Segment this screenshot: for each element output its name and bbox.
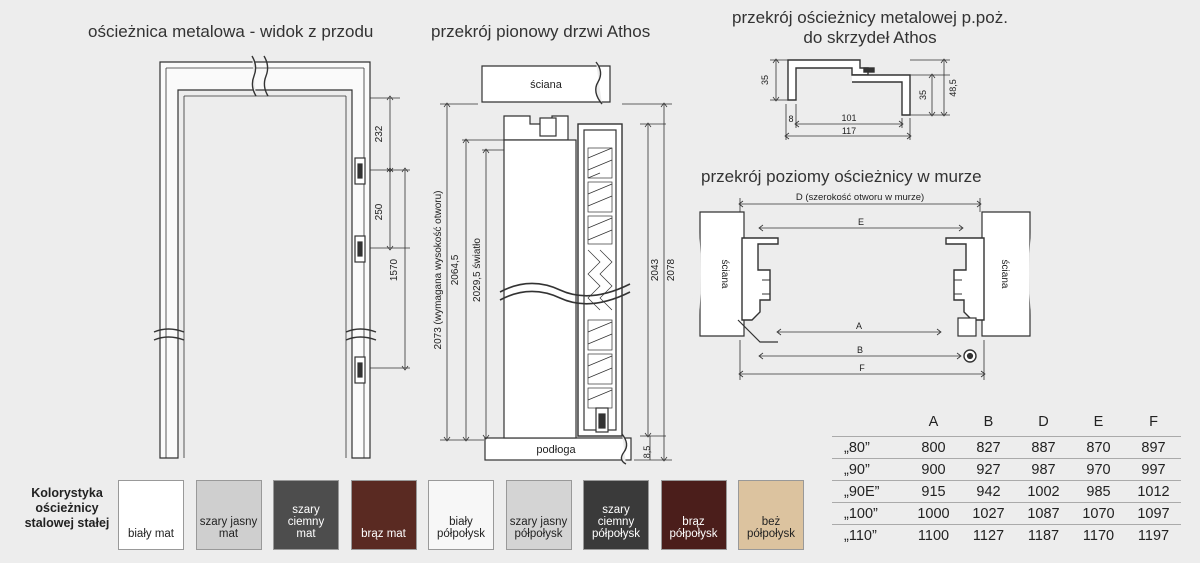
horizontal-dim-a: A [856, 321, 862, 331]
color-swatch: szary ciemny półpołysk [583, 480, 649, 550]
front-dim-top: 232 [374, 125, 385, 142]
table-cell: 970 [1071, 458, 1126, 481]
table-cell: 897 [1126, 436, 1181, 459]
frame-dim-total-width: 117 [842, 126, 856, 136]
color-swatch: biały półpołysk [428, 480, 494, 550]
table-header-cell: D [1038, 414, 1049, 430]
table-row-label: „90” [832, 458, 906, 481]
color-swatch: brąz mat [350, 480, 417, 550]
table-header-cell: A [928, 414, 939, 430]
vertical-dim-required: 2073 (wymagana wysokość otworu) [433, 191, 444, 350]
frame-dim-lip: 8 [788, 114, 793, 124]
table-cell: 1012 [1126, 480, 1181, 503]
color-swatch-label: biały półpołysk [437, 516, 485, 540]
table-cell: 870 [1071, 436, 1126, 459]
horizontal-wall-left: ściana [719, 260, 730, 289]
horizontal-dim-b: B [857, 345, 863, 355]
vertical-dim-leaf: 2043 [650, 258, 661, 281]
table-row-label: „100” [832, 502, 906, 525]
table-cell: 997 [1126, 458, 1181, 481]
color-swatch-label: brąz półpołysk [669, 516, 718, 540]
table-row-label: „110” [832, 524, 906, 546]
colors-heading: Kolorystyka ościeżnicy stalowej stałej [24, 486, 110, 530]
color-swatch-label: szary ciemny półpołysk [592, 504, 640, 540]
table-cell: 827 [961, 436, 1016, 459]
table-cell: 985 [1071, 480, 1126, 503]
vertical-dim-clear: 2029,5 światło [472, 238, 483, 302]
color-swatch-label: szary ciemny mat [287, 504, 325, 540]
vertical-dim-threshold: 8,5 [642, 446, 652, 459]
color-swatch-label: szary jasny mat [199, 516, 258, 540]
table-header-cell [832, 408, 906, 437]
table-cell: 1087 [1016, 502, 1071, 525]
color-swatch: szary ciemny mat [273, 480, 339, 550]
frame-section-title: przekrój ościeżnicy metalowej p.poż. do … [700, 8, 1040, 48]
horizontal-dim-d: D (szerokość otworu w murze) [796, 192, 924, 203]
table-cell: 1187 [1016, 524, 1071, 546]
color-swatch-label: szary jasny półpołysk [509, 516, 568, 540]
frame-section-title-line1: przekrój ościeżnicy metalowej p.poż. [732, 8, 1008, 27]
color-swatch: beż półpołysk [738, 480, 804, 550]
table-cell: 1097 [1126, 502, 1181, 525]
front-view-title: ościeżnica metalowa - widok z przodu [88, 22, 374, 41]
color-swatch: szary jasny półpołysk [505, 480, 572, 550]
table-cell: 927 [961, 458, 1016, 481]
vertical-section-drawing [440, 61, 672, 465]
table-header-cell: B [983, 414, 994, 430]
table-header-row: A B D E F [832, 408, 1181, 437]
table-cell: 1127 [961, 524, 1016, 546]
frame-dim-left: 35 [760, 75, 770, 85]
frame-dim-inner-width: 101 [841, 113, 856, 123]
table-cell: 1002 [1016, 480, 1071, 503]
vertical-section-title: przekrój pionowy drzwi Athos [431, 22, 651, 41]
table-cell: 1027 [961, 502, 1016, 525]
table-cell: 800 [906, 436, 961, 459]
table-cell: 900 [906, 458, 961, 481]
table-cell: 942 [961, 480, 1016, 503]
color-swatch: szary jasny mat [195, 480, 262, 550]
color-swatch-label: beż półpołysk [747, 516, 795, 540]
vertical-wall-label: ściana [530, 79, 563, 91]
vertical-dim-overall: 2078 [666, 258, 677, 281]
table-cell: 887 [1016, 436, 1071, 459]
horizontal-section-drawing [688, 198, 1042, 380]
color-swatch-label: biały mat [127, 528, 175, 540]
table-cell: 1170 [1071, 524, 1126, 546]
table-cell: 987 [1016, 458, 1071, 481]
table-header-cell: E [1093, 414, 1104, 430]
horizontal-dim-f: F [859, 363, 865, 373]
horizontal-dim-e: E [858, 217, 864, 227]
vertical-dim-frame-height: 2064,5 [450, 254, 461, 285]
table-cell: 1197 [1126, 524, 1181, 546]
table-cell: 1100 [906, 524, 961, 546]
frame-profile-drawing [770, 58, 950, 140]
table-cell: 1000 [906, 502, 961, 525]
horizontal-section-title: przekrój poziomy ościeżnicy w murze [701, 167, 982, 186]
frame-dim-right-inner: 35 [918, 90, 928, 100]
frame-section-title-line2: do skrzydeł Athos [803, 28, 937, 47]
frame-dim-right-total: 48,5 [948, 79, 958, 97]
table-header-cell: F [1149, 414, 1158, 430]
front-dim-total: 1570 [389, 258, 400, 281]
front-dim-middle: 250 [374, 203, 385, 220]
front-view-drawing [153, 55, 410, 459]
color-swatch: brąz półpołysk [660, 480, 727, 550]
color-swatch: biały mat [118, 480, 184, 550]
horizontal-wall-right: ściana [999, 260, 1010, 289]
table-cell: 1070 [1071, 502, 1126, 525]
table-row-label: „90E” [832, 480, 906, 503]
table-row-label: „80” [832, 436, 906, 459]
color-swatch-label: brąz mat [361, 528, 406, 540]
vertical-floor-label: podłoga [536, 444, 576, 456]
table-cell: 915 [906, 480, 961, 503]
